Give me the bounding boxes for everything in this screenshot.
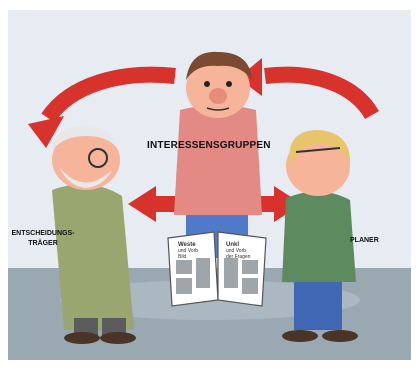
right-sweater (282, 191, 356, 282)
label-left-line-2: TRÄGER (28, 240, 58, 247)
left-coat (52, 184, 134, 330)
newspaper-right-line-2: und Vorb (226, 248, 246, 254)
label-planer: PLANER (350, 237, 379, 244)
newspaper-left-line-1: Weste (178, 242, 196, 248)
left-head (52, 130, 120, 190)
label-left-line-1: ENTSCHEIDUNGS- (11, 230, 75, 237)
center-hair (186, 51, 252, 80)
figure-right (282, 130, 358, 342)
newspaper (167, 231, 267, 307)
left-beard (60, 168, 112, 188)
newspaper-left-line-3: Bild (178, 254, 187, 260)
center-shirt (174, 105, 262, 215)
center-nose (209, 88, 227, 104)
label-interessensgruppen: INTERESSENSGRUPPEN (147, 140, 271, 151)
figure-left (52, 126, 136, 344)
label-entscheidungstraeger: ENTSCHEIDUNGS- TRÄGER (8, 230, 78, 250)
figure-center (174, 51, 262, 258)
left-glasses (88, 148, 108, 168)
right-hair (289, 130, 351, 168)
newspaper-right-line-1: Unkl (226, 242, 239, 248)
newspaper-right-line-3: der Fragen (226, 254, 251, 260)
newspaper-left-line-2: und Vorb (178, 248, 198, 254)
arrow-top-left (28, 66, 176, 148)
left-hair (52, 126, 118, 150)
